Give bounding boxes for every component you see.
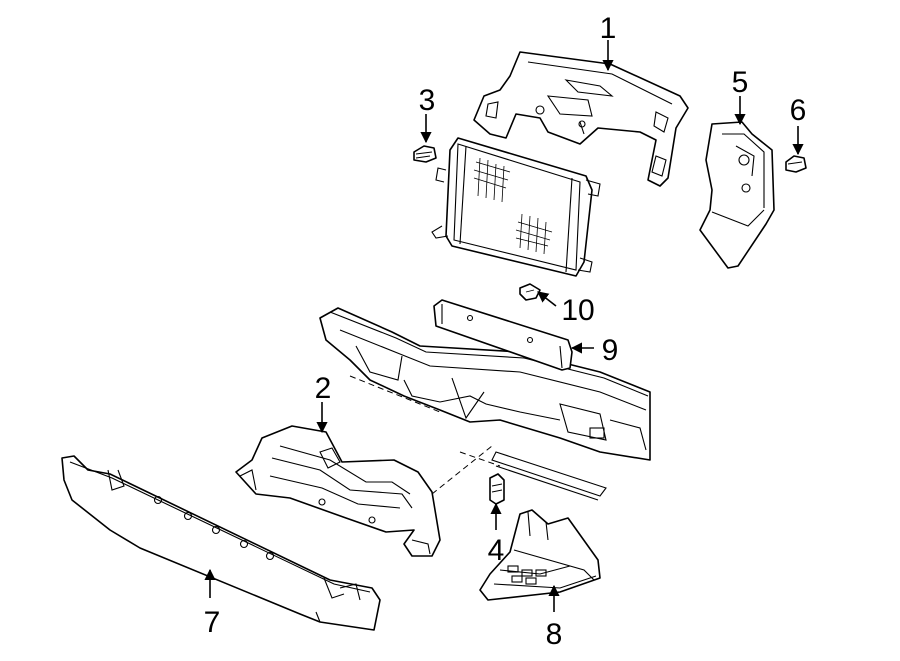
part-6-bolt: [785, 155, 807, 173]
callout-7: 7: [204, 606, 221, 639]
callout-4: 4: [488, 534, 505, 567]
alignment-lines: [349, 375, 501, 495]
part-9-tie-bar: [433, 299, 573, 371]
callout-10: 10: [561, 294, 594, 327]
callout-2: 2: [315, 372, 332, 405]
callout-8: 8: [546, 618, 563, 651]
callout-arrows: [204, 40, 804, 612]
part-5-deflector: [699, 121, 775, 269]
arrow-10: [537, 291, 557, 307]
part-2-shield: [235, 425, 441, 557]
callout-3: 3: [419, 84, 436, 117]
part-7-valance: [61, 455, 381, 631]
callout-labels: 1 2 3 4 5 6 7 8 9 10: [204, 12, 807, 651]
radiator-support: [319, 307, 651, 501]
part-8-splash-shield: [479, 509, 601, 601]
callout-6: 6: [790, 94, 807, 127]
callout-9: 9: [602, 334, 619, 367]
radiator-core: [431, 137, 601, 277]
part-3-bolt: [413, 145, 437, 163]
part-10-clip: [519, 283, 541, 301]
callout-1: 1: [600, 12, 617, 45]
part-1-bracket: [473, 51, 689, 187]
callout-5: 5: [732, 66, 749, 99]
part-4-bolt: [489, 473, 505, 505]
